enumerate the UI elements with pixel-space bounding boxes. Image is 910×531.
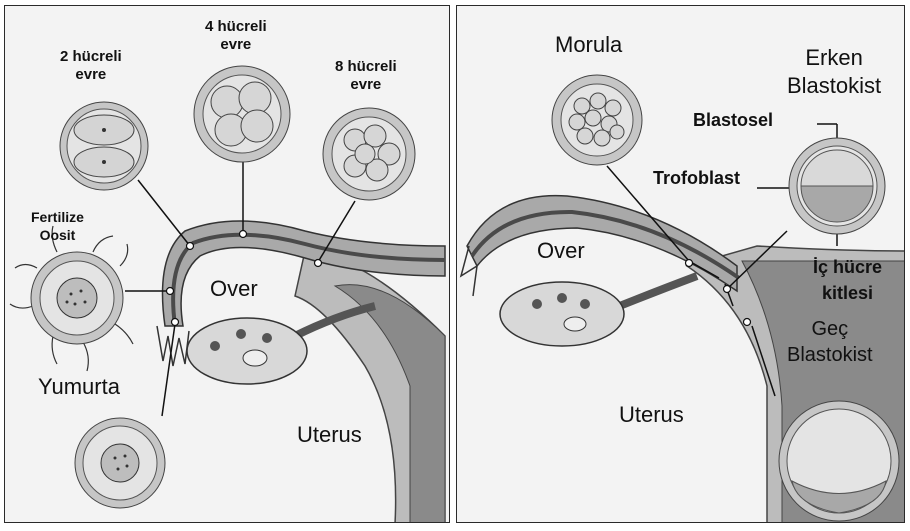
morula (551, 74, 643, 166)
embryo-2cell (59, 101, 149, 191)
fertilized-oocyte (9, 225, 134, 372)
label-trophoblast: Trofoblast (653, 168, 741, 188)
fimbriae-right (459, 245, 478, 297)
label-fertilized: Fertilize Oosit (31, 209, 84, 243)
oviduct-lumen-right (470, 209, 741, 280)
early-blastocyst (788, 137, 886, 235)
right-diagram (459, 74, 904, 522)
label-late-blastocyst: Geç Blastokist (787, 318, 873, 366)
label-egg: Yumurta (38, 374, 120, 399)
label-4cell: 4 hücreli evre (205, 18, 267, 53)
left-diagram (9, 65, 446, 522)
left-panel: 2 hücreli evre 4 hücreli evre 8 hücreli … (4, 5, 450, 523)
label-8cell: 8 hücreli evre (335, 58, 397, 93)
label-early-blastocyst: Erken Blastokist (787, 45, 882, 98)
label-ovary: Over (210, 276, 258, 301)
label-blastocoel: Blastosel (693, 110, 774, 130)
oviduct-lumen (171, 232, 446, 327)
embryo-4cell (193, 65, 291, 163)
embryo-8cell (322, 107, 416, 201)
ovary-right (499, 281, 625, 347)
ovary (186, 317, 308, 385)
ovary-ligament (293, 302, 376, 340)
label-inner-cell-mass: İç hücre kitlesi (813, 257, 883, 303)
label-ovary-right: Over (537, 238, 585, 263)
label-uterus-right: Uterus (619, 402, 684, 427)
label-morula: Morula (555, 32, 623, 57)
egg-cell (74, 417, 166, 509)
label-2cell: 2 hücreli evre (60, 48, 122, 83)
oviduct-tube (161, 220, 446, 327)
right-panel: Morula Erken Blastokist Blastosel Trofob… (456, 5, 905, 523)
late-blastocyst (778, 400, 900, 522)
fimbriae (156, 325, 190, 367)
label-uterus: Uterus (297, 422, 362, 447)
